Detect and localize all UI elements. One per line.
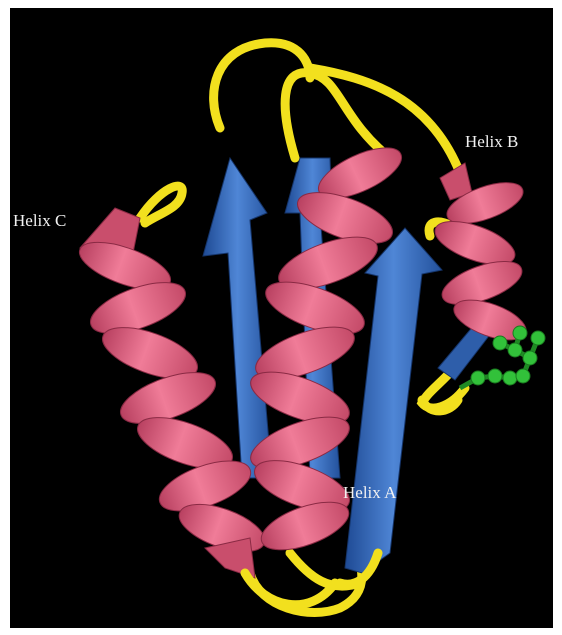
helix-c-label: Helix C (13, 211, 66, 231)
helix-a-label: Helix A (343, 483, 396, 503)
helix-b-label: Helix B (465, 132, 518, 152)
helix-b-ribbon (430, 163, 531, 348)
loop-top-left (214, 43, 310, 128)
ribbon-svg (10, 8, 553, 628)
protein-ribbon-diagram: Helix B Helix C Helix A (10, 8, 553, 628)
beta-strand-left (203, 158, 272, 478)
loop-helixc-end (140, 186, 182, 223)
